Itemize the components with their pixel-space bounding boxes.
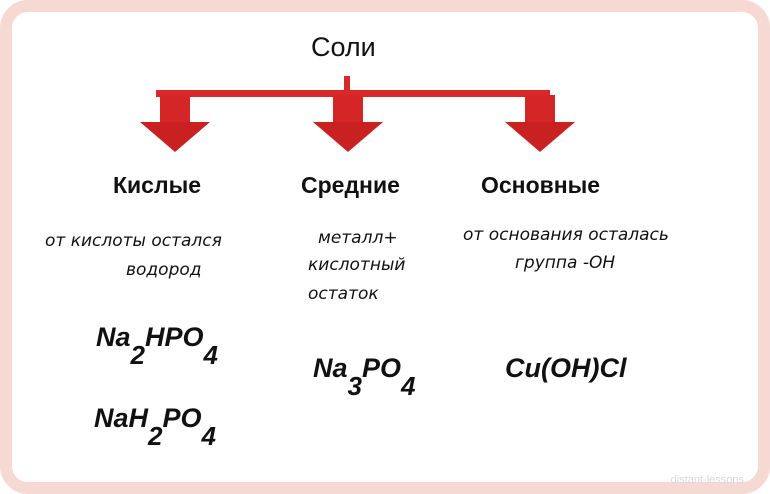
heading-normal: Средние xyxy=(301,172,400,198)
formula-subscript: 4 xyxy=(401,371,416,401)
formula-na2hpo4: Na2HPO4 xyxy=(96,322,218,369)
formula-na3po4: Na3PO4 xyxy=(313,353,415,400)
diagram-title: Соли xyxy=(311,32,376,62)
desc-acidic-line1: от кислоты остался xyxy=(45,231,222,251)
formula-symbol: Cu(OH)Cl xyxy=(505,353,627,383)
formula-symbol: PO xyxy=(162,403,202,433)
formula-cuohcl: Cu(OH)Cl xyxy=(505,355,626,382)
desc-acidic-line2: водород xyxy=(126,260,202,280)
desc-normal-line2: кислотный xyxy=(308,255,406,275)
formula-subscript: 3 xyxy=(347,371,362,401)
watermark-text: distant-lessons xyxy=(670,474,744,486)
heading-basic: Основные xyxy=(481,172,601,198)
formula-subscript: 2 xyxy=(148,421,163,451)
stem-line xyxy=(344,76,350,94)
arrow-right xyxy=(505,95,575,152)
connector-bar xyxy=(156,90,550,97)
formula-subscript: 4 xyxy=(203,340,218,370)
formula-subscript: 2 xyxy=(130,340,145,370)
arrow-middle xyxy=(313,95,383,152)
heading-acidic: Кислые xyxy=(113,172,202,198)
formula-symbol: Na xyxy=(313,353,348,383)
formula-symbol: PO xyxy=(361,353,401,383)
formula-nah2po4: NaH2PO4 xyxy=(94,403,216,450)
desc-normal-line1: металл+ xyxy=(318,228,398,248)
formula-subscript: 4 xyxy=(201,421,216,451)
arrow-left xyxy=(140,95,210,152)
formula-symbol: HPO xyxy=(144,322,204,352)
formula-symbol: NaH xyxy=(94,403,149,433)
desc-basic-line2: группа -ОН xyxy=(515,253,616,273)
formula-symbol: Na xyxy=(96,322,131,352)
desc-basic-line1: от основания осталась xyxy=(463,225,669,245)
desc-normal-line3: остаток xyxy=(308,284,379,304)
